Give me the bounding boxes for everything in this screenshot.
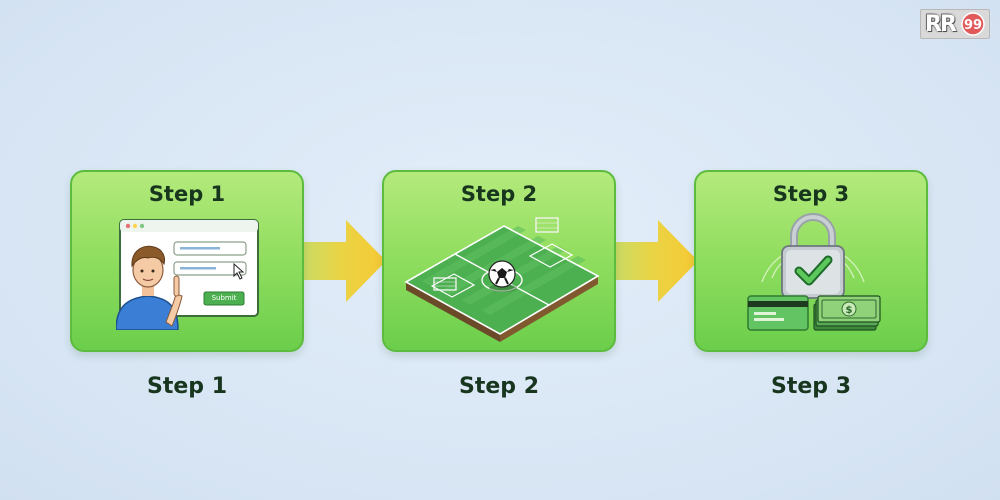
arrow-2-to-3 bbox=[580, 220, 698, 302]
step-3-title: Step 3 bbox=[772, 182, 850, 206]
person-pointing-at-form-icon bbox=[116, 219, 259, 330]
arrow-1-to-2 bbox=[268, 220, 386, 302]
logo-letters: RR bbox=[925, 12, 957, 37]
step-3-card: Step 3 $ bbox=[694, 170, 928, 352]
svg-text:99: 99 bbox=[964, 18, 982, 33]
padlock-card-cash-icon: $ bbox=[747, 213, 881, 331]
logo-number-badge: 99 bbox=[961, 12, 985, 36]
step-2-title: Step 2 bbox=[460, 182, 538, 206]
svg-text:$: $ bbox=[846, 305, 853, 316]
soccer-field-icon bbox=[404, 217, 600, 342]
step-2-caption: Step 2 bbox=[459, 374, 539, 399]
step-1-card: Step 1 Submit bbox=[70, 170, 304, 352]
brand-logo: RR 99 bbox=[920, 9, 990, 39]
step-2-card: Step 2 bbox=[382, 170, 616, 352]
submit-button-label: Submit bbox=[211, 294, 237, 302]
step-3-caption: Step 3 bbox=[771, 374, 851, 399]
step-1-caption: Step 1 bbox=[147, 374, 227, 399]
step-1-title: Step 1 bbox=[148, 182, 226, 206]
